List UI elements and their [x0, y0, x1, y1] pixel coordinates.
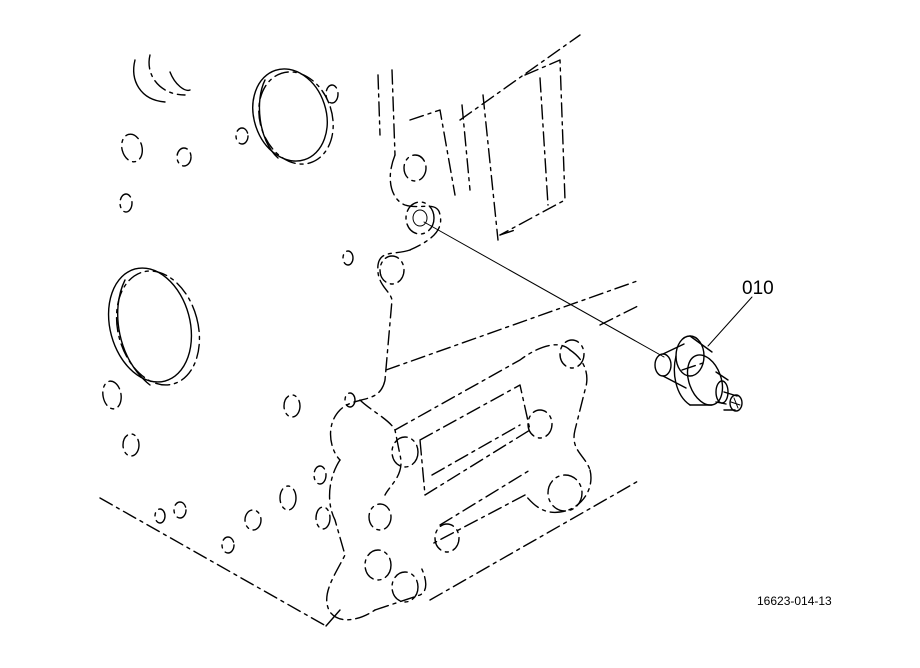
- bore-plug-upper: [252, 68, 334, 165]
- gasket-bolt-holes: [364, 154, 585, 603]
- bore-plug-lower: [107, 267, 201, 386]
- gasket-flange: [326, 154, 592, 621]
- callout-leader-line: [707, 296, 753, 347]
- part-number-callout: 010: [742, 278, 774, 299]
- engine-block-outline: [99, 34, 641, 627]
- part-010-switch: [654, 335, 743, 412]
- figure-reference-code: 16623-014-13: [757, 594, 832, 608]
- assembly-leader-line: [423, 221, 665, 358]
- bore-plug-partial: [133, 54, 191, 103]
- block-holes: [102, 84, 356, 554]
